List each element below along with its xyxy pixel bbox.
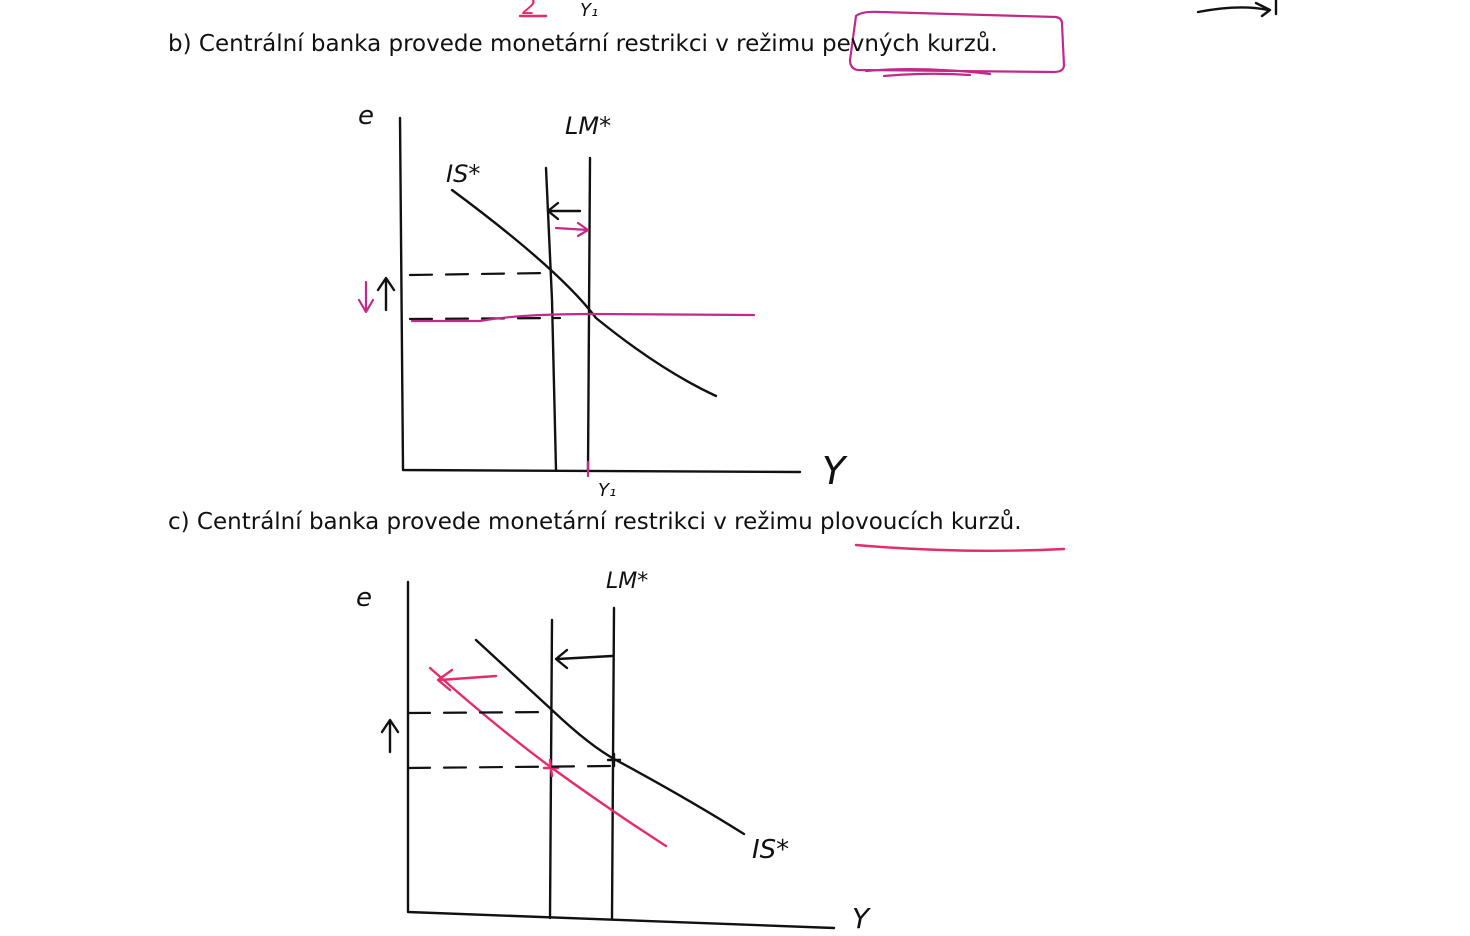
sketch-b: e Y LM* IS* Y₁ [357,101,848,501]
sketch-b-lm-label: LM* [565,112,611,140]
heading-b-highlight [848,10,1066,78]
sketch-c-lm-label: LM* [606,569,648,594]
question-c-prefix: c) Centrální banka provede monetární res… [168,509,821,535]
sketch-c-new-equilibrium [542,758,560,778]
sketch-c-upper-guide [406,710,554,715]
sketch-b-y-label: e [358,101,374,131]
heading-c-underline [854,543,1066,552]
highlight-underline [864,67,992,76]
sketch-b-upper-guide [408,271,550,277]
question-b-prefix: b) Centrální banka provede monetární res… [168,31,822,57]
sketch-b-axes [398,116,802,474]
top-black-mark: Y₁ [580,0,598,21]
sketch-b-down-arrow [357,280,375,314]
sketch-c-y-label: e [356,583,372,613]
sketch-c: e Y LM* IS* [356,569,871,935]
question-c-highlight: plovoucích kurzů [820,509,1015,535]
sketch-c-is-shift-arrow [436,668,498,692]
sketch-b-right-arrow [554,221,590,238]
sketch-c-left-arrow [554,648,614,670]
sketch-c-is-shifted [428,666,668,848]
sketch-c-x-label: Y [852,902,871,935]
sketch-b-left-arrow [546,201,582,221]
sketch-b-x-label: Y [822,449,848,493]
sketch-b-up-arrow [376,276,396,312]
sketch-c-original-equilibrium [606,752,622,768]
sketch-b-y1-label: Y₁ [598,480,616,501]
sketch-b-is-label: IS* [446,160,480,188]
sketch-c-lower-guide [406,764,614,770]
question-b-highlight: pevných kurzů [821,31,991,57]
highlight-box [848,10,1066,74]
top-right-arrow [1196,0,1278,18]
sketch-b-fixed-rate-line [410,312,756,323]
sketch-c-axes [406,580,836,930]
highlight-underline-2 [882,72,972,78]
question-c-suffix: . [1014,509,1022,535]
question-b-text: b) Centrální banka provede monetární res… [168,29,998,59]
sketch-b-is-curve [450,188,718,398]
sketch-c-is-curve [474,638,746,836]
question-b-suffix: . [990,31,998,57]
top-fragments: 2 Y₁ [518,0,1278,21]
sketch-b-lower-guide [408,316,562,321]
sketch-c-up-arrow [380,718,400,754]
sketch-c-is-label: IS* [752,835,789,865]
question-c-text: c) Centrální banka provede monetární res… [168,507,1022,537]
